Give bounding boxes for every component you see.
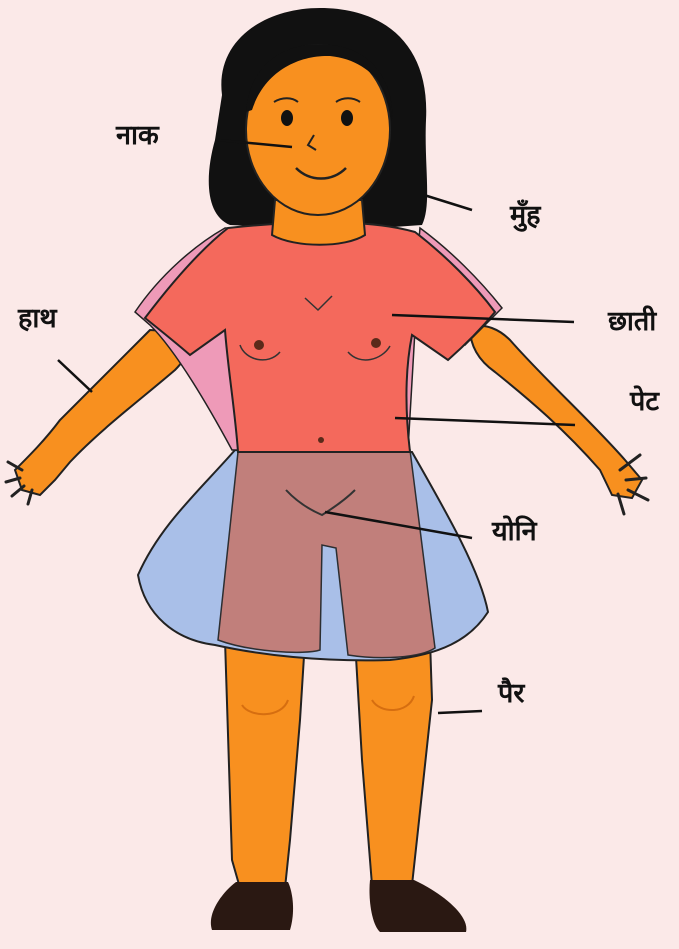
label-chest: छाती — [608, 308, 656, 335]
right-shoe — [369, 880, 466, 932]
shirt — [145, 222, 495, 452]
label-nose: नाक — [116, 122, 159, 149]
right-leg — [355, 640, 432, 885]
left-shoe — [211, 882, 293, 930]
left-leg — [225, 640, 305, 888]
pointer-belly — [395, 418, 575, 425]
label-mouth: मुँह — [510, 202, 540, 229]
pointer-leg — [438, 711, 482, 713]
right-arm — [470, 326, 642, 498]
pointer-mouth — [424, 195, 472, 210]
label-belly: पेट — [630, 388, 659, 415]
label-leg: पैर — [498, 680, 524, 707]
left-eye — [281, 110, 293, 126]
pointer-hand — [58, 360, 92, 392]
left-arm — [15, 330, 187, 495]
right-eye — [341, 110, 353, 126]
label-vagina: योनि — [492, 518, 537, 545]
label-hand: हाथ — [18, 305, 57, 332]
